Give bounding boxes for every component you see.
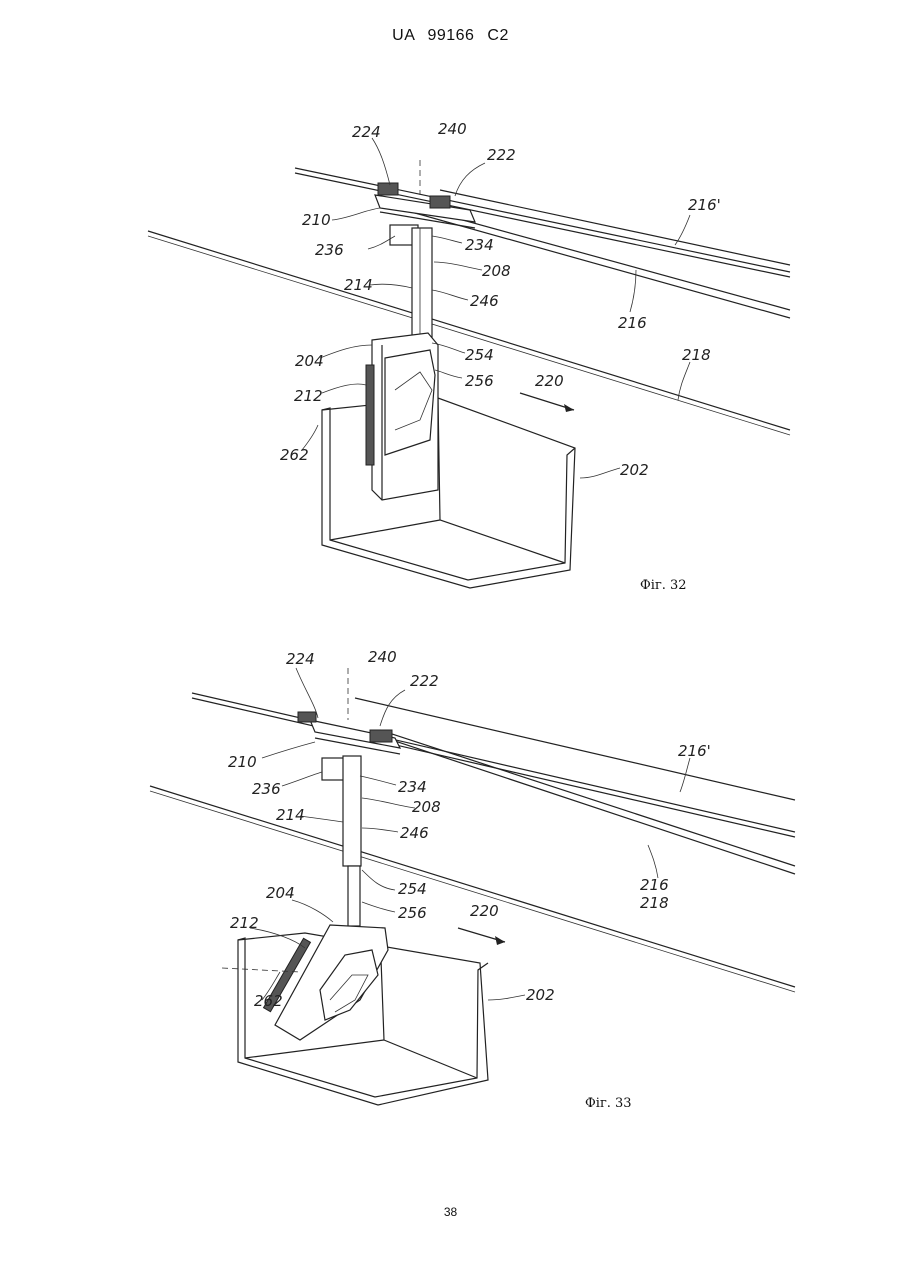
label-224: 224	[352, 123, 381, 141]
label-254: 254	[398, 880, 427, 898]
label-202: 202	[620, 461, 649, 479]
column-214	[343, 756, 361, 926]
label-216-prime: 216'	[678, 742, 711, 760]
label-220: 220	[470, 902, 499, 920]
line-218	[148, 231, 790, 435]
figure-33: 224 240 222 216' 210 236 234 208 214 246…	[150, 648, 795, 1111]
label-220: 220	[535, 372, 564, 390]
label-210: 210	[228, 753, 257, 771]
label-216-prime: 216'	[688, 196, 721, 214]
label-262: 262	[254, 992, 283, 1010]
label-256: 256	[465, 372, 494, 390]
label-222: 222	[410, 672, 439, 690]
caption-fig-32: Фіг. 32	[640, 578, 687, 593]
label-240: 240	[368, 648, 397, 666]
label-262: 262	[280, 446, 309, 464]
label-208: 208	[482, 262, 511, 280]
label-246: 246	[400, 824, 429, 842]
label-254: 254	[465, 346, 494, 364]
label-256: 256	[398, 904, 427, 922]
label-202: 202	[526, 986, 555, 1004]
label-212: 212	[230, 914, 259, 932]
label-218: 218	[682, 346, 711, 364]
label-218: 218	[640, 894, 669, 912]
column-214	[412, 228, 432, 343]
label-210: 210	[302, 211, 331, 229]
figure-32: 224 240 222 216' 210 236 234 208 214 246…	[148, 120, 790, 593]
container-202	[322, 398, 575, 588]
label-236: 236	[252, 780, 281, 798]
label-204: 204	[295, 352, 324, 370]
label-216: 216	[618, 314, 647, 332]
label-222: 222	[487, 146, 516, 164]
caption-fig-33: Фіг. 33	[585, 1096, 632, 1111]
label-236: 236	[315, 241, 344, 259]
label-212: 212	[294, 387, 323, 405]
label-214: 214	[344, 276, 373, 294]
label-246: 246	[470, 292, 499, 310]
page-number: 38	[0, 1205, 901, 1219]
label-208: 208	[412, 798, 441, 816]
label-216: 216	[640, 876, 669, 894]
rail-216-prime	[295, 168, 790, 277]
label-234: 234	[465, 236, 494, 254]
label-240: 240	[438, 120, 467, 138]
label-224: 224	[286, 650, 315, 668]
unit-204	[366, 333, 438, 500]
label-234: 234	[398, 778, 427, 796]
label-204: 204	[266, 884, 295, 902]
label-214: 214	[276, 806, 305, 824]
